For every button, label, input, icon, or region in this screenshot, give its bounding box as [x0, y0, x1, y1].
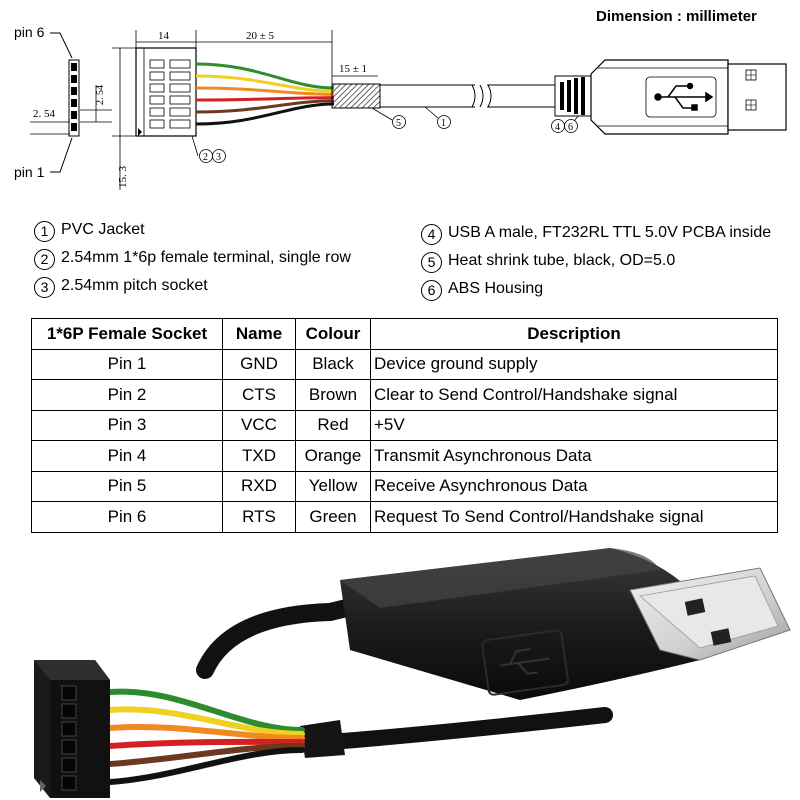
usb-logo-icon	[500, 648, 550, 675]
cell-name: TXD	[222, 440, 296, 472]
svg-text:6: 6	[568, 122, 573, 133]
cable-product-photo	[34, 548, 791, 798]
usb-plug-drawing	[727, 63, 787, 131]
pin1-label: pin 1	[14, 164, 45, 180]
wire-6	[195, 102, 335, 126]
cell-description: Clear to Send Control/Handshake signal	[370, 379, 778, 411]
wire-length-dim: 20 ± 5	[246, 30, 275, 42]
table-header-row: 1*6P Female Socket Name Colour Descripti…	[31, 318, 778, 350]
heat-shrink-photo	[300, 720, 345, 758]
cell-description: +5V	[370, 409, 778, 441]
cell-name: RXD	[222, 470, 296, 502]
cell-pin: Pin 5	[31, 470, 223, 502]
svg-text:1: 1	[441, 118, 446, 129]
cell-name: GND	[222, 348, 296, 380]
table-row: Pin 3 VCC Red +5V	[31, 409, 778, 441]
pvc-jacket-drawing	[380, 84, 555, 108]
cable-lower	[322, 707, 613, 750]
cell-description: Transmit Asynchronous Data	[370, 440, 778, 472]
cell-colour: Brown	[295, 379, 371, 411]
wire-1	[195, 62, 335, 90]
cell-colour: Red	[295, 409, 371, 441]
table-row: Pin 2 CTS Brown Clear to Send Control/Ha…	[31, 379, 778, 411]
female-connector-photo	[34, 660, 110, 798]
svg-text:5: 5	[396, 118, 401, 129]
colored-wires	[195, 62, 335, 126]
table-row: Pin 4 TXD Orange Transmit Asynchronous D…	[31, 440, 778, 472]
pitch-dim-right: 2. 54	[95, 85, 106, 105]
colored-wires-photo	[107, 688, 305, 785]
heat-shrink-tube	[331, 83, 381, 109]
photo-wire-6	[107, 747, 305, 785]
photo-wire-5	[107, 743, 305, 767]
callout-5: 5	[371, 107, 406, 129]
pin6-leader	[50, 32, 73, 59]
cell-description: Receive Asynchronous Data	[370, 470, 778, 502]
cell-colour: Green	[295, 501, 371, 533]
pitch-dim-left: 2. 54	[33, 108, 56, 120]
strip-length-dim: 15 ± 1	[339, 63, 367, 75]
pin-header-side-view	[68, 59, 80, 137]
table-row: Pin 6 RTS Green Request To Send Control/…	[31, 501, 778, 533]
height-dim: 15. 3	[117, 166, 129, 189]
photo-wire-3	[107, 723, 305, 741]
cell-pin: Pin 6	[31, 501, 223, 533]
cell-colour: Orange	[295, 440, 371, 472]
photo-wire-4	[107, 738, 305, 749]
callout-1: 1	[424, 106, 451, 129]
svg-text:3: 3	[216, 152, 221, 163]
svg-text:4: 4	[555, 122, 560, 133]
wire-4	[195, 96, 335, 102]
header-name: Name	[222, 318, 296, 350]
pinout-table: 1*6P Female Socket Name Colour Descripti…	[31, 318, 778, 533]
dimension-title: Dimension : millimeter	[596, 8, 757, 25]
cell-pin: Pin 1	[31, 348, 223, 380]
header-description: Description	[370, 318, 778, 350]
usb-symbol-icon	[654, 82, 714, 111]
cell-description: Request To Send Control/Handshake signal	[370, 501, 778, 533]
socket-width-dim: 14	[158, 30, 170, 42]
female-socket-drawing	[135, 47, 197, 137]
pin1-leader	[50, 137, 73, 173]
wire-2	[195, 74, 335, 93]
callout-2-3: 2 3	[191, 135, 226, 163]
callout-4-6: 4 6	[551, 115, 579, 133]
cell-colour: Black	[295, 348, 371, 380]
cell-pin: Pin 2	[31, 379, 223, 411]
cell-pin: Pin 3	[31, 409, 223, 441]
pin6-label: pin 6	[14, 24, 45, 40]
cell-pin: Pin 4	[31, 440, 223, 472]
table-row: Pin 1 GND Black Device ground supply	[31, 348, 778, 380]
wire-5	[195, 99, 335, 114]
photo-wire-1	[107, 688, 305, 733]
wire-3	[195, 86, 335, 96]
header-socket: 1*6P Female Socket	[31, 318, 223, 350]
table-row: Pin 5 RXD Yellow Receive Asynchronous Da…	[31, 470, 778, 502]
photo-wire-2	[107, 706, 305, 737]
cell-description: Device ground supply	[370, 348, 778, 380]
cable-drawing: 2. 54 2. 54 14	[30, 30, 787, 190]
cell-name: VCC	[222, 409, 296, 441]
cell-name: RTS	[222, 501, 296, 533]
header-colour: Colour	[295, 318, 371, 350]
cell-name: CTS	[222, 379, 296, 411]
svg-text:2: 2	[203, 152, 208, 163]
strain-relief-drawing	[554, 75, 592, 117]
cable-upper	[196, 591, 389, 679]
cell-colour: Yellow	[295, 470, 371, 502]
